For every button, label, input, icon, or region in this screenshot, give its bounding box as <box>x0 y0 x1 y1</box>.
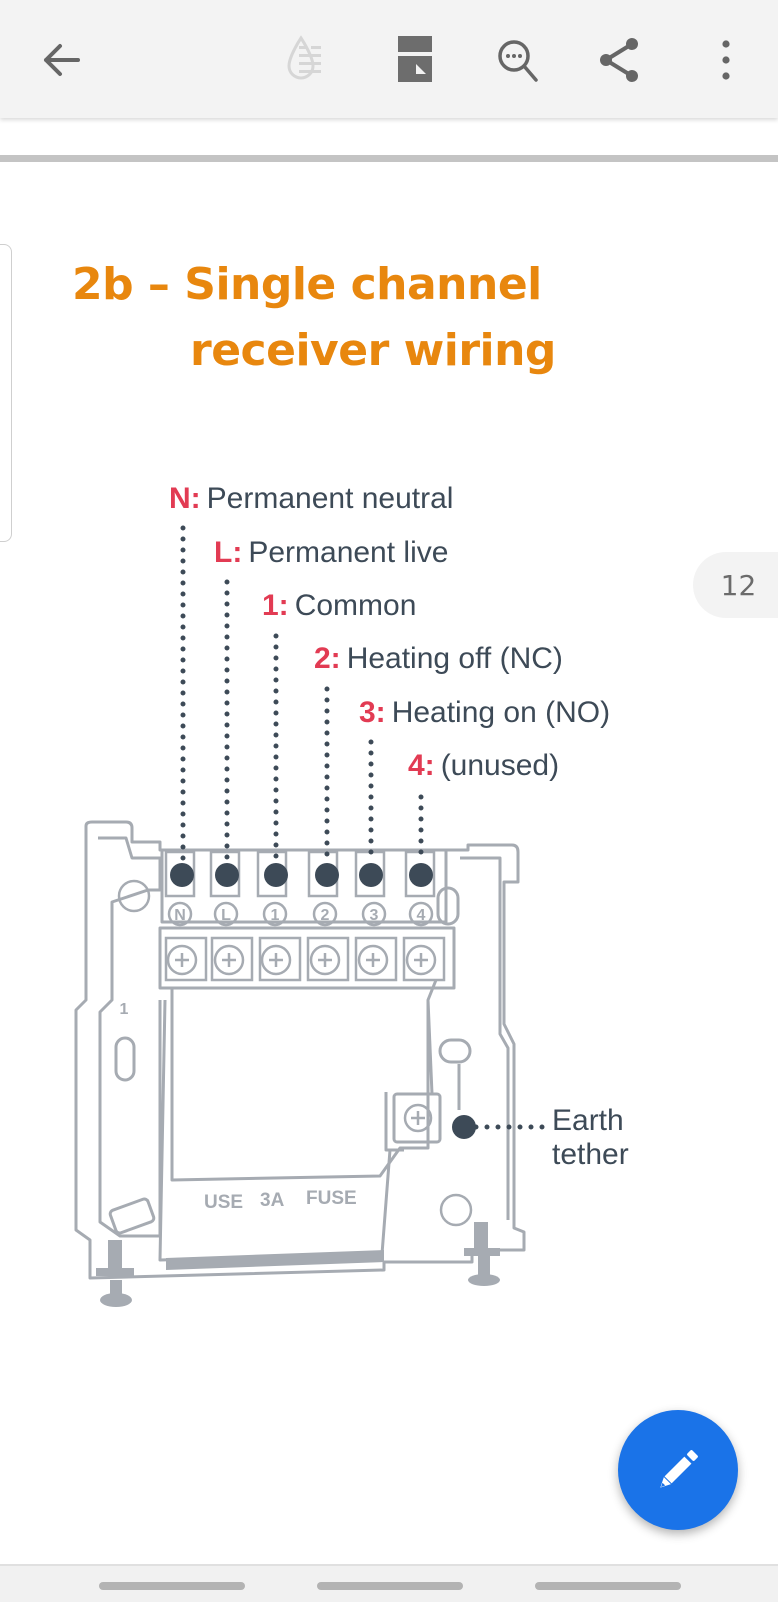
marking-n: N <box>174 907 186 924</box>
terminal-description: (unused) <box>440 749 560 782</box>
fuse-text-3a: 3A <box>260 1190 285 1211</box>
section-title: 2b – Single channel receiver wiring <box>72 252 556 384</box>
lower-panel <box>158 999 392 1262</box>
terminal-description: Permanent live <box>248 536 449 569</box>
back-button[interactable] <box>34 34 86 86</box>
fuse-text-fuse: FUSE <box>306 1188 357 1209</box>
top-app-bar <box>0 0 778 118</box>
marking-1: 1 <box>271 907 280 924</box>
edit-pencil-icon <box>660 1450 698 1488</box>
find-in-document-button[interactable] <box>492 34 544 86</box>
terminal-description: Common <box>294 589 417 622</box>
terminal-key: 3: <box>359 696 386 729</box>
nav-pill-right[interactable] <box>535 1582 681 1590</box>
backplate-inner-right <box>460 856 510 1220</box>
section-title-line2: receiver wiring <box>190 325 556 376</box>
dot-n <box>170 863 194 887</box>
earth-label-line2: tether <box>552 1138 629 1171</box>
reading-mode-icon <box>287 35 321 80</box>
terminal-description: Heating on (NO) <box>391 696 611 729</box>
dot-3 <box>359 863 383 887</box>
reading-mode-button[interactable] <box>285 34 337 86</box>
page-layout-button[interactable] <box>390 34 442 86</box>
backplate-inner <box>98 836 162 1238</box>
terminal-key: 4: <box>408 749 435 782</box>
fuse-text-use: USE <box>204 1192 243 1213</box>
earth-label-line1: Earth <box>552 1104 624 1137</box>
more-options-button[interactable] <box>700 34 752 86</box>
terminal-description: Heating off (NC) <box>346 642 563 675</box>
terminal-label-n: N:Permanent neutral <box>169 482 453 516</box>
earth-tether-label: Earth tether <box>552 1104 629 1172</box>
edit-fab[interactable] <box>618 1410 738 1530</box>
side-marking: 1 <box>120 1001 129 1018</box>
page-layout-icon <box>398 36 432 82</box>
marking-l: L <box>221 907 231 924</box>
nav-pill-center[interactable] <box>317 1582 463 1590</box>
dot-2 <box>315 863 339 887</box>
share-button[interactable] <box>594 34 646 86</box>
terminal-key: 1: <box>262 589 289 622</box>
terminal-key: L: <box>214 536 243 569</box>
find-in-document-icon <box>498 40 538 82</box>
dot-1 <box>264 863 288 887</box>
more-vert-icon <box>722 40 730 80</box>
terminal-label-2: 2:Heating off (NC) <box>314 642 563 676</box>
previous-page-edge[interactable] <box>0 244 12 542</box>
terminal-description: Permanent neutral <box>206 482 454 515</box>
terminal-top <box>160 848 448 924</box>
page-number-badge: 12 <box>693 552 778 618</box>
terminal-label-3: 3:Heating on (NO) <box>359 696 610 730</box>
section-title-line1: 2b – Single channel <box>72 259 542 310</box>
system-navigation-bar <box>0 1564 778 1602</box>
nav-pill-left[interactable] <box>99 1582 245 1590</box>
marking-3: 3 <box>370 907 379 924</box>
arrow-left-icon <box>44 44 80 76</box>
dot-earth <box>452 1115 476 1139</box>
wiring-diagram: N L 1 2 3 4 1 USE 3A FUSE <box>74 525 549 1307</box>
terminal-label-4: 4:(unused) <box>408 749 559 783</box>
terminal-key: 2: <box>314 642 341 675</box>
terminal-key: N: <box>169 482 201 515</box>
share-icon <box>600 38 638 82</box>
terminal-block <box>158 926 456 990</box>
terminal-label-1: 1:Common <box>262 589 416 623</box>
earth-bracket <box>392 1092 442 1144</box>
page-divider <box>0 155 778 162</box>
marking-4: 4 <box>417 907 426 924</box>
dot-l <box>215 863 239 887</box>
terminal-label-l: L:Permanent live <box>214 536 448 570</box>
marking-2: 2 <box>321 907 330 924</box>
dot-4 <box>409 863 433 887</box>
